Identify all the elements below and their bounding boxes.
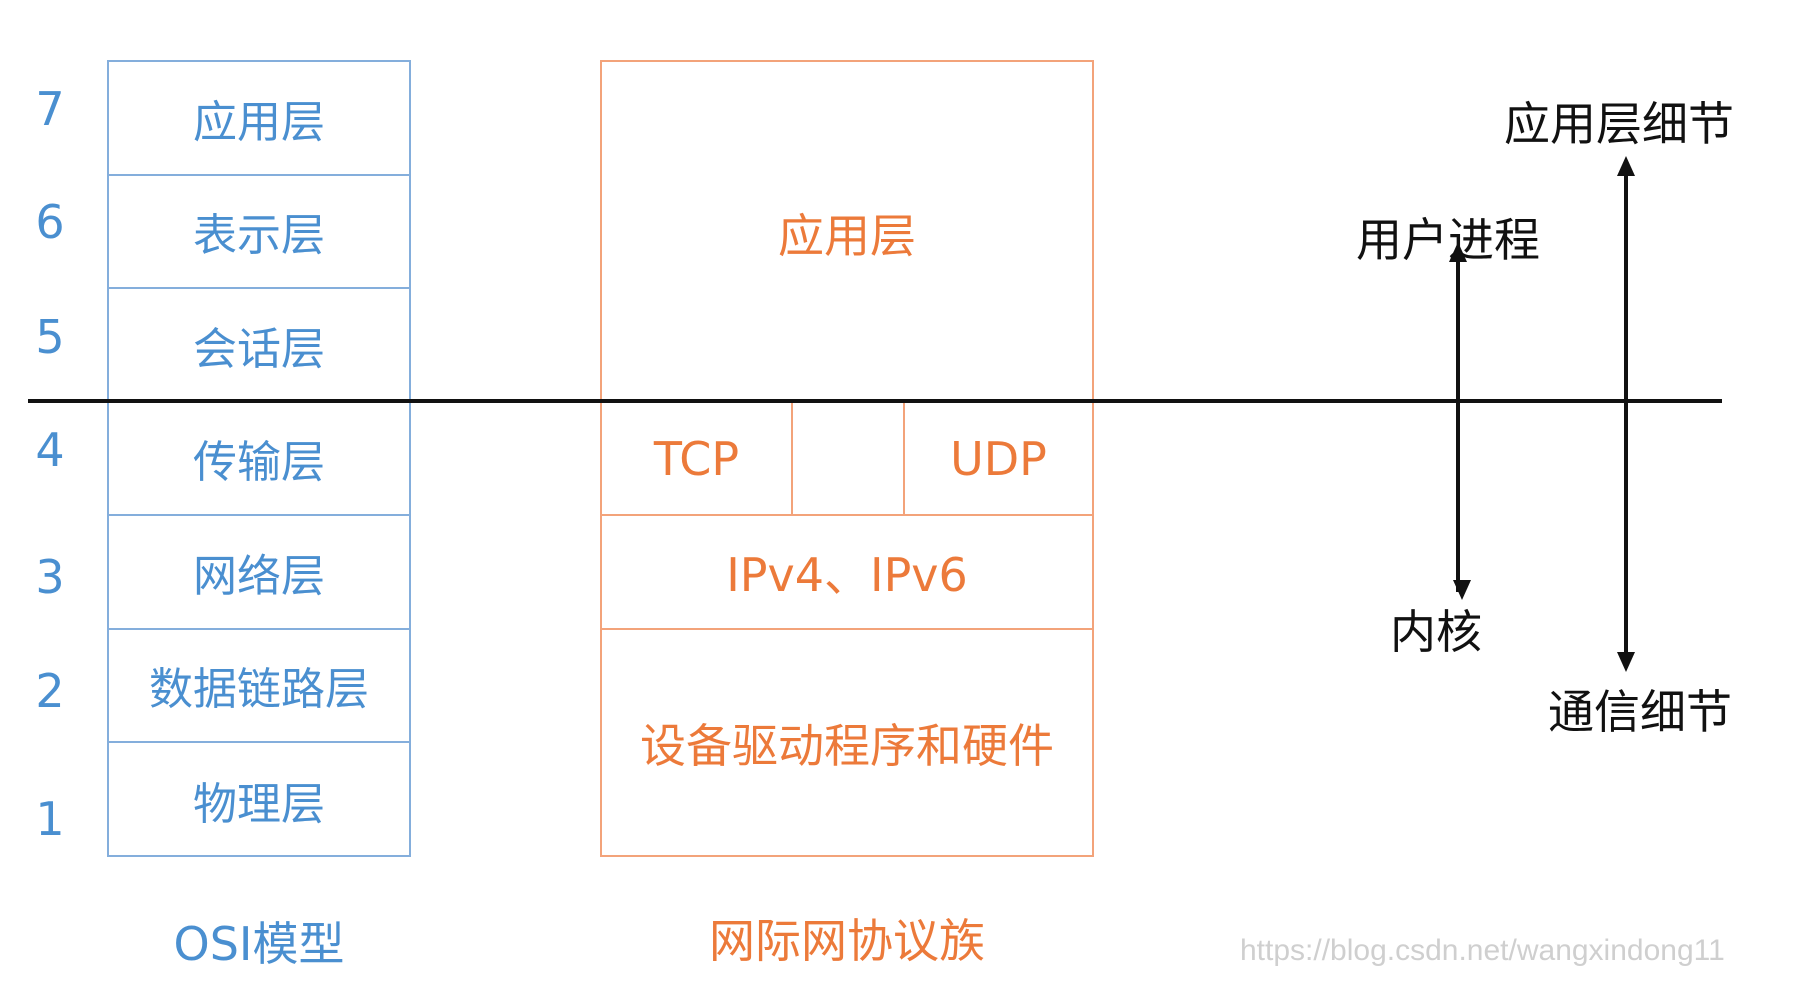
layer-number-4: 4 <box>35 423 65 477</box>
tcpip-transport-layer: TCP UDP <box>602 403 1092 516</box>
osi-model-stack: 应用层 表示层 会话层 传输层 网络层 数据链路层 物理层 <box>107 60 411 857</box>
osi-layer-physical: 物理层 <box>193 778 325 830</box>
communication-detail-label: 通信细节 <box>1548 685 1732 739</box>
layer-number-7: 7 <box>35 82 65 136</box>
tcpip-caption: 网际网协议族 <box>709 914 985 968</box>
transport-middle-box <box>793 403 905 514</box>
kernel-label: 内核 <box>1390 605 1482 659</box>
detail-arrow-head-down <box>1617 652 1635 672</box>
tcpip-link-layer: 设备驱动程序和硬件 <box>640 718 1054 773</box>
tcpip-application-layer: 应用层 <box>778 208 916 263</box>
layer-number-3: 3 <box>35 550 65 604</box>
osi-layer-datalink: 数据链路层 <box>109 630 409 743</box>
user-process-label: 用户进程 <box>1356 213 1540 267</box>
layer-number-1: 1 <box>35 792 65 846</box>
application-detail-label: 应用层细节 <box>1504 97 1734 151</box>
udp-box: UDP <box>950 431 1047 486</box>
tcpip-network-layer: IPv4、IPv6 <box>602 516 1092 630</box>
user-kernel-arrow-head-up <box>1449 242 1467 262</box>
layer-number-2: 2 <box>35 664 65 718</box>
detail-arrow-head-up <box>1617 156 1635 176</box>
watermark: https://blog.csdn.net/wangxindong11 <box>1240 934 1725 967</box>
layer-number-6: 6 <box>35 195 65 249</box>
osi-layer-presentation: 表示层 <box>109 176 409 289</box>
osi-layer-transport: 传输层 <box>109 403 409 516</box>
user-kernel-arrow-head-down <box>1453 580 1471 600</box>
osi-layer-application: 应用层 <box>109 62 409 176</box>
osi-caption: OSI模型 <box>173 917 345 971</box>
tcp-box: TCP <box>602 403 793 514</box>
layer-number-5: 5 <box>35 310 65 364</box>
tcpip-suite-stack: 应用层 TCP UDP IPv4、IPv6 设备驱动程序和硬件 <box>600 60 1094 857</box>
osi-layer-network: 网络层 <box>109 516 409 630</box>
